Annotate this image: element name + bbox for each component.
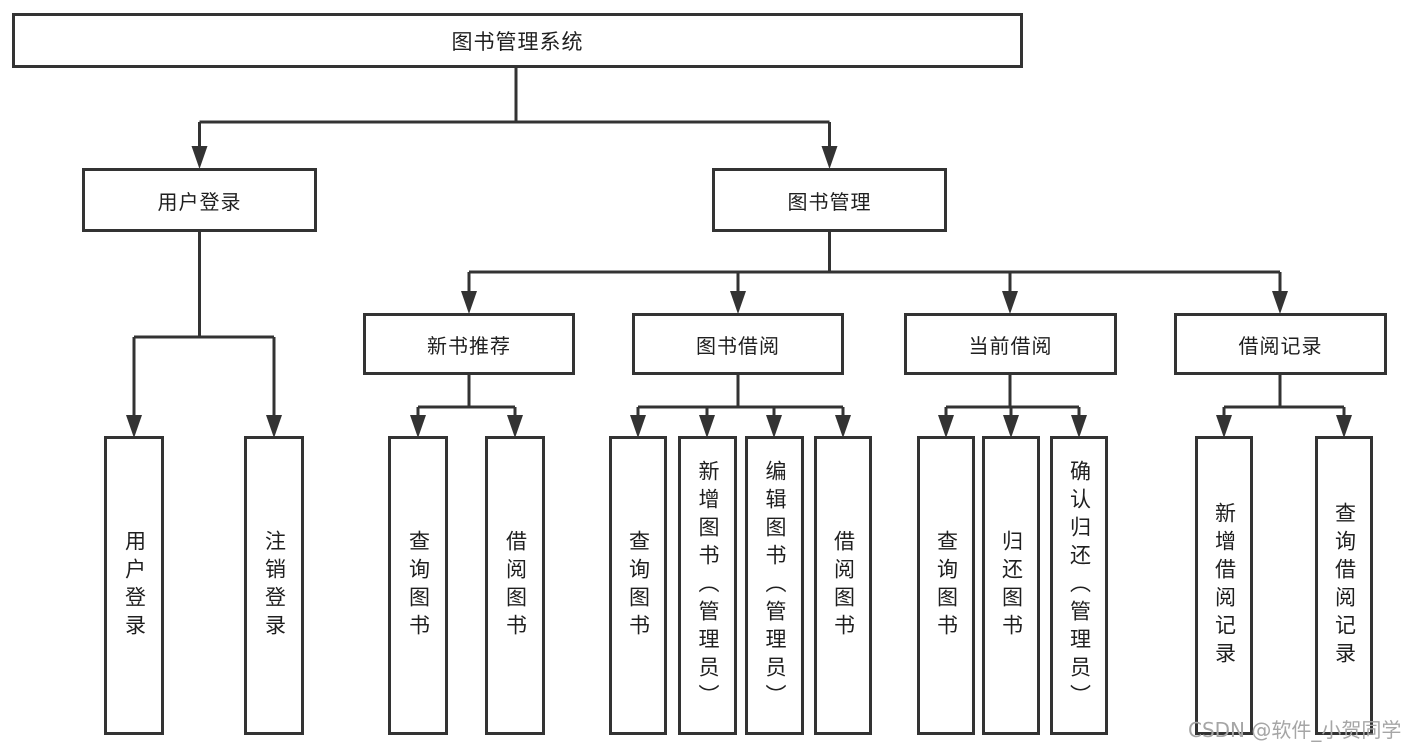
node-borrow-query-books: 查询图书 [609, 436, 667, 735]
node-book-management: 图书管理 [712, 168, 947, 232]
connector-paths [132, 68, 1346, 417]
node-borrow-records: 借阅记录 [1174, 313, 1387, 375]
node-recommend-query-books: 查询图书 [388, 436, 448, 735]
node-current-query-books: 查询图书 [917, 436, 975, 735]
node-current-return-books: 归还图书 [982, 436, 1040, 735]
node-book-borrow: 图书借阅 [632, 313, 844, 375]
arrowheads [126, 146, 1352, 438]
node-root: 图书管理系统 [12, 13, 1023, 68]
node-user-login-action: 用户登录 [104, 436, 164, 735]
node-new-book-recommend: 新书推荐 [363, 313, 575, 375]
node-current-confirm-return-admin: 确认归还（管理员） [1050, 436, 1108, 735]
node-logout-action: 注销登录 [244, 436, 304, 735]
node-borrow-edit-books-admin: 编辑图书（管理员） [745, 436, 804, 735]
node-borrow-add-books-admin: 新增图书（管理员） [678, 436, 737, 735]
node-records-query-record: 查询借阅记录 [1315, 436, 1373, 735]
node-records-add-record: 新增借阅记录 [1195, 436, 1253, 735]
node-user-login: 用户登录 [82, 168, 317, 232]
node-current-borrow: 当前借阅 [904, 313, 1117, 375]
node-recommend-borrow-books: 借阅图书 [485, 436, 545, 735]
watermark: CSDN @软件_小贺同学 [1188, 718, 1402, 742]
node-borrow-borrow-books: 借阅图书 [814, 436, 872, 735]
